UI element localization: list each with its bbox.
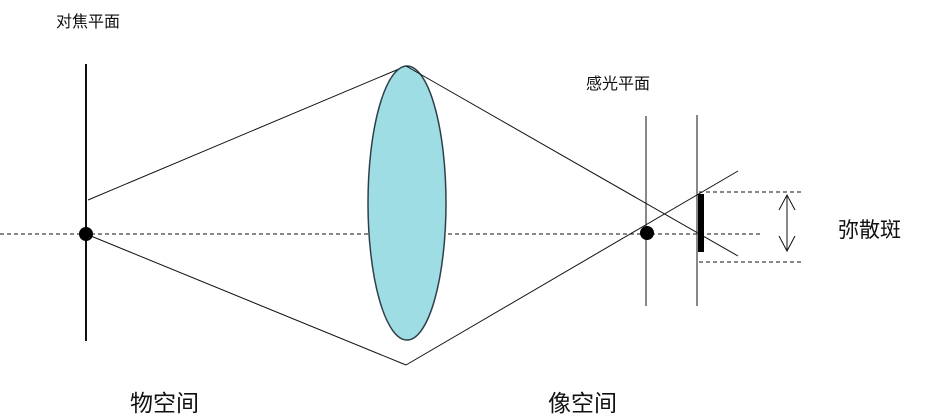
circle-of-confusion-label: 弥散斑: [838, 218, 901, 242]
image-space-label: 像空间: [548, 391, 617, 417]
focus-plane-label: 对焦平面: [56, 12, 121, 31]
object-point: [79, 227, 93, 241]
lens: [367, 65, 447, 341]
ray-lower-image: [405, 170, 739, 366]
sensor-plane-label: 感光平面: [586, 74, 651, 93]
ray-upper-image: [405, 65, 739, 257]
ray-upper-object: [87, 65, 407, 201]
ray-lower-object: [85, 233, 407, 366]
double-arrow-icon: [778, 193, 796, 253]
blur-spot-bar: [698, 194, 704, 252]
image-point: [640, 226, 654, 240]
object-space-label: 物空间: [130, 391, 199, 417]
